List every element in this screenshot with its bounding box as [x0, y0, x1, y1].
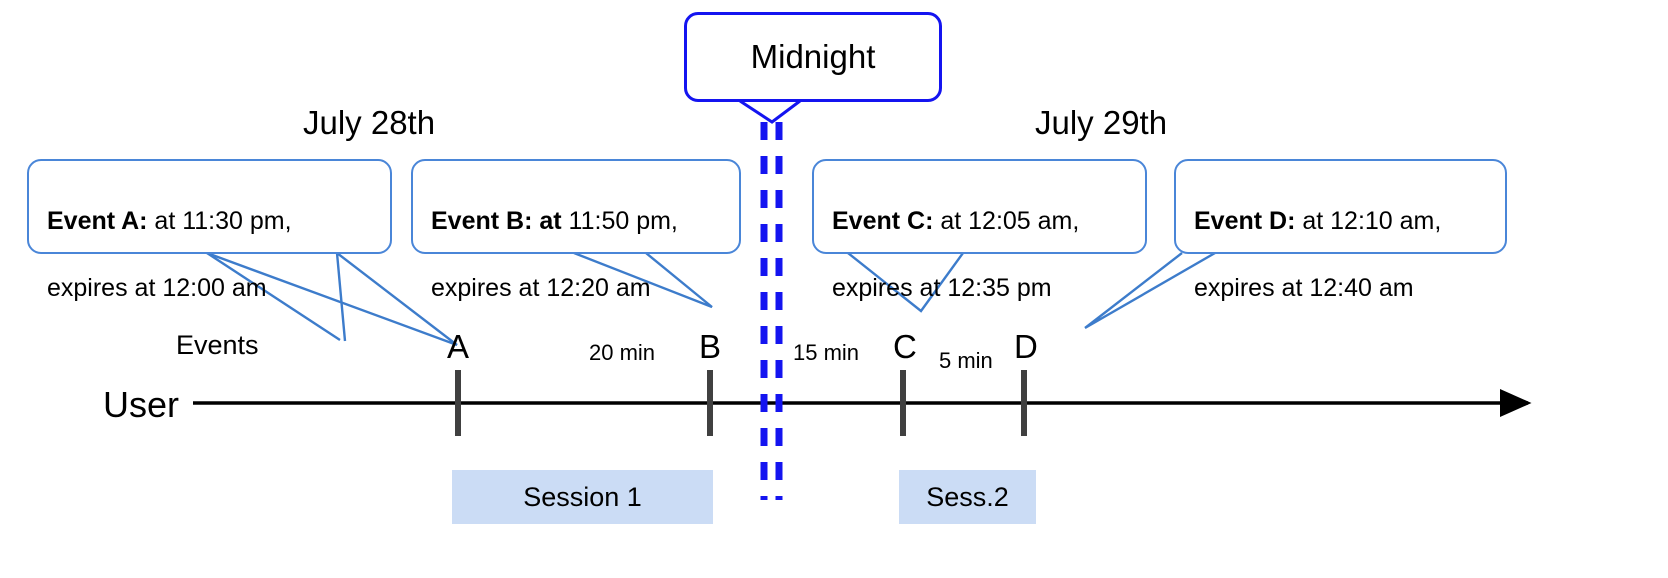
- event-letter-c: C: [893, 328, 917, 365]
- midnight-callout-tail: [739, 99, 801, 124]
- callout-event-b-rest: 11:50 pm,: [561, 206, 678, 235]
- callout-event-a: Event A: at 11:30 pm, expires at 12:00 a…: [27, 159, 392, 302]
- callout-event-d-line2: expires at 12:40 am: [1194, 273, 1414, 302]
- row-label-user: User: [103, 384, 180, 425]
- gap-label-b-to-c: 15 min: [793, 340, 860, 365]
- date-label-july-28: July 28th: [303, 104, 436, 141]
- event-letter-b: B: [699, 328, 722, 365]
- callout-event-b-line2: expires at 12:20 am: [431, 273, 651, 302]
- callout-event-a-bold: Event A:: [47, 206, 148, 235]
- callout-event-a-rest: at 11:30 pm,: [147, 206, 292, 235]
- row-label-events: Events: [176, 330, 259, 360]
- event-letter-a: A: [447, 328, 470, 365]
- callout-event-a-line2: expires at 12:00 am: [47, 273, 267, 302]
- gap-label-a-to-b: 20 min: [589, 340, 656, 365]
- event-letter-d: D: [1014, 328, 1038, 365]
- session-1-label: Session 1: [523, 481, 642, 512]
- callout-event-c-line2: expires at 12:35 pm: [832, 273, 1052, 302]
- midnight-label: Midnight: [750, 38, 876, 75]
- callout-event-d: Event D: at 12:10 am, expires at 12:40 a…: [1174, 159, 1507, 302]
- midnight-callout: Midnight: [684, 12, 942, 102]
- callout-event-d-rest: at 12:10 am,: [1295, 206, 1442, 235]
- gap-label-c-to-d: 5 min: [939, 348, 993, 373]
- session-2-label: Sess.2: [926, 481, 1009, 512]
- session-block-1: Session 1: [452, 470, 713, 524]
- session-block-2: Sess.2: [899, 470, 1036, 524]
- callout-event-c-rest: at 12:05 am,: [933, 206, 1080, 235]
- date-label-july-29: July 29th: [1035, 104, 1168, 141]
- callout-event-c-bold: Event C:: [832, 206, 934, 235]
- callout-event-c: Event C: at 12:05 am, expires at 12:35 p…: [812, 159, 1147, 302]
- callout-event-d-bold: Event D:: [1194, 206, 1296, 235]
- callout-event-b: Event B: at 11:50 pm, expires at 12:20 a…: [411, 159, 741, 302]
- callout-event-b-bold: Event B: at: [431, 206, 562, 235]
